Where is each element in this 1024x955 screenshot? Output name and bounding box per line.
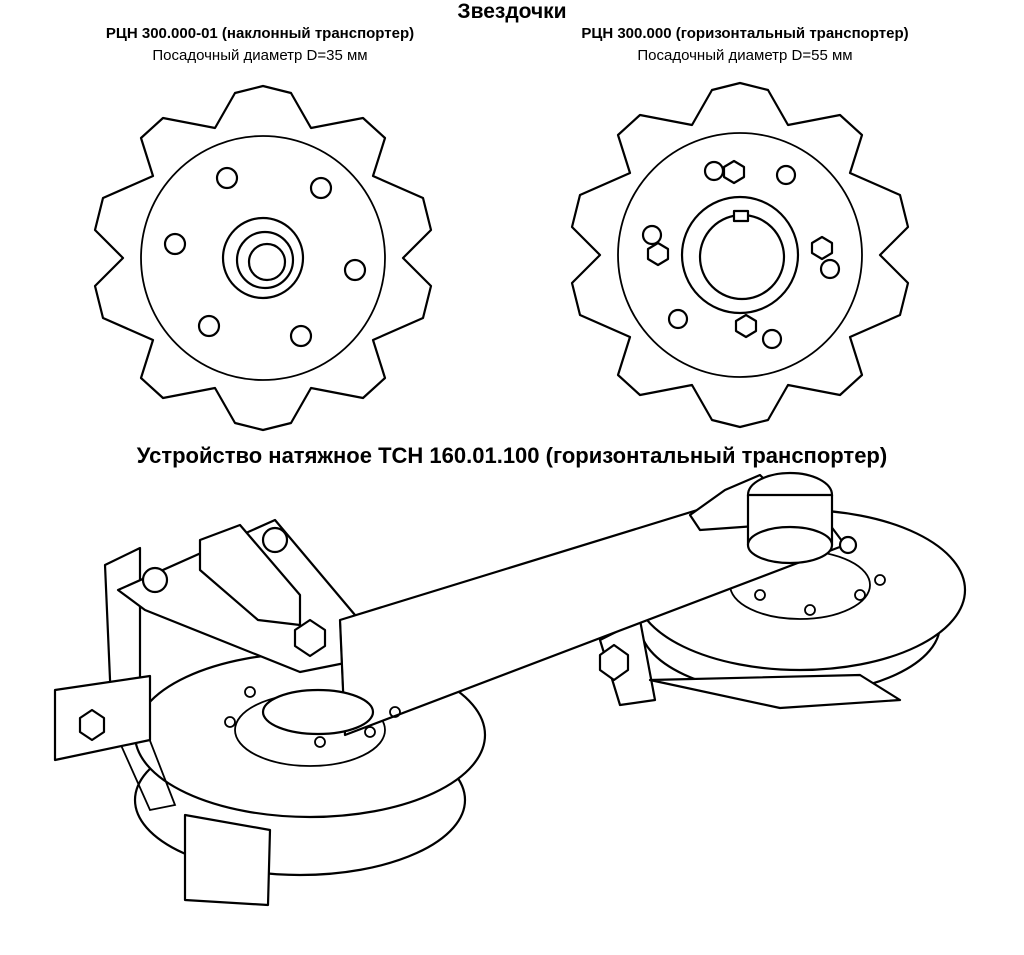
mount-pillar	[183, 813, 272, 907]
page-title: Звездочки	[457, 0, 567, 23]
right-pulley-bolts	[754, 574, 886, 616]
sprocket-left-bore	[247, 242, 287, 282]
sprocket-left-holes	[163, 166, 367, 348]
sprocket-left-illustration	[93, 84, 433, 432]
tensioner-title: Устройство натяжное ТСН 160.01.100 (гори…	[136, 443, 888, 468]
right-bolt	[838, 535, 858, 555]
right-bracket-plate	[648, 673, 902, 710]
sprocket-right-illustration	[570, 81, 910, 429]
sprocket-left-diameter: Посадочный диаметр D=35 мм	[152, 47, 368, 64]
sprocket-right-nuts	[646, 159, 834, 339]
wedge-block	[198, 523, 302, 627]
sprocket-left-code: РЦН 300.000-01 (наклонный транспортер)	[105, 25, 415, 42]
left-shaft-collar	[261, 688, 375, 736]
left-tab-nut	[78, 708, 106, 742]
left-pulley-bolts	[224, 686, 401, 748]
sprocket-right-keyway	[732, 209, 750, 223]
plate-bolt-1	[141, 566, 169, 594]
sprocket-right-code: РЦН 300.000 (горизонтальный транспортер)	[581, 25, 909, 42]
plate-bolt-2	[261, 526, 289, 554]
right-nut	[598, 643, 630, 682]
sprocket-right-holes	[641, 160, 841, 350]
tensioner-illustration	[53, 471, 967, 907]
sprocket-right-diameter: Посадочный диаметр D=55 мм	[637, 47, 853, 64]
pivot-nut	[293, 618, 327, 658]
